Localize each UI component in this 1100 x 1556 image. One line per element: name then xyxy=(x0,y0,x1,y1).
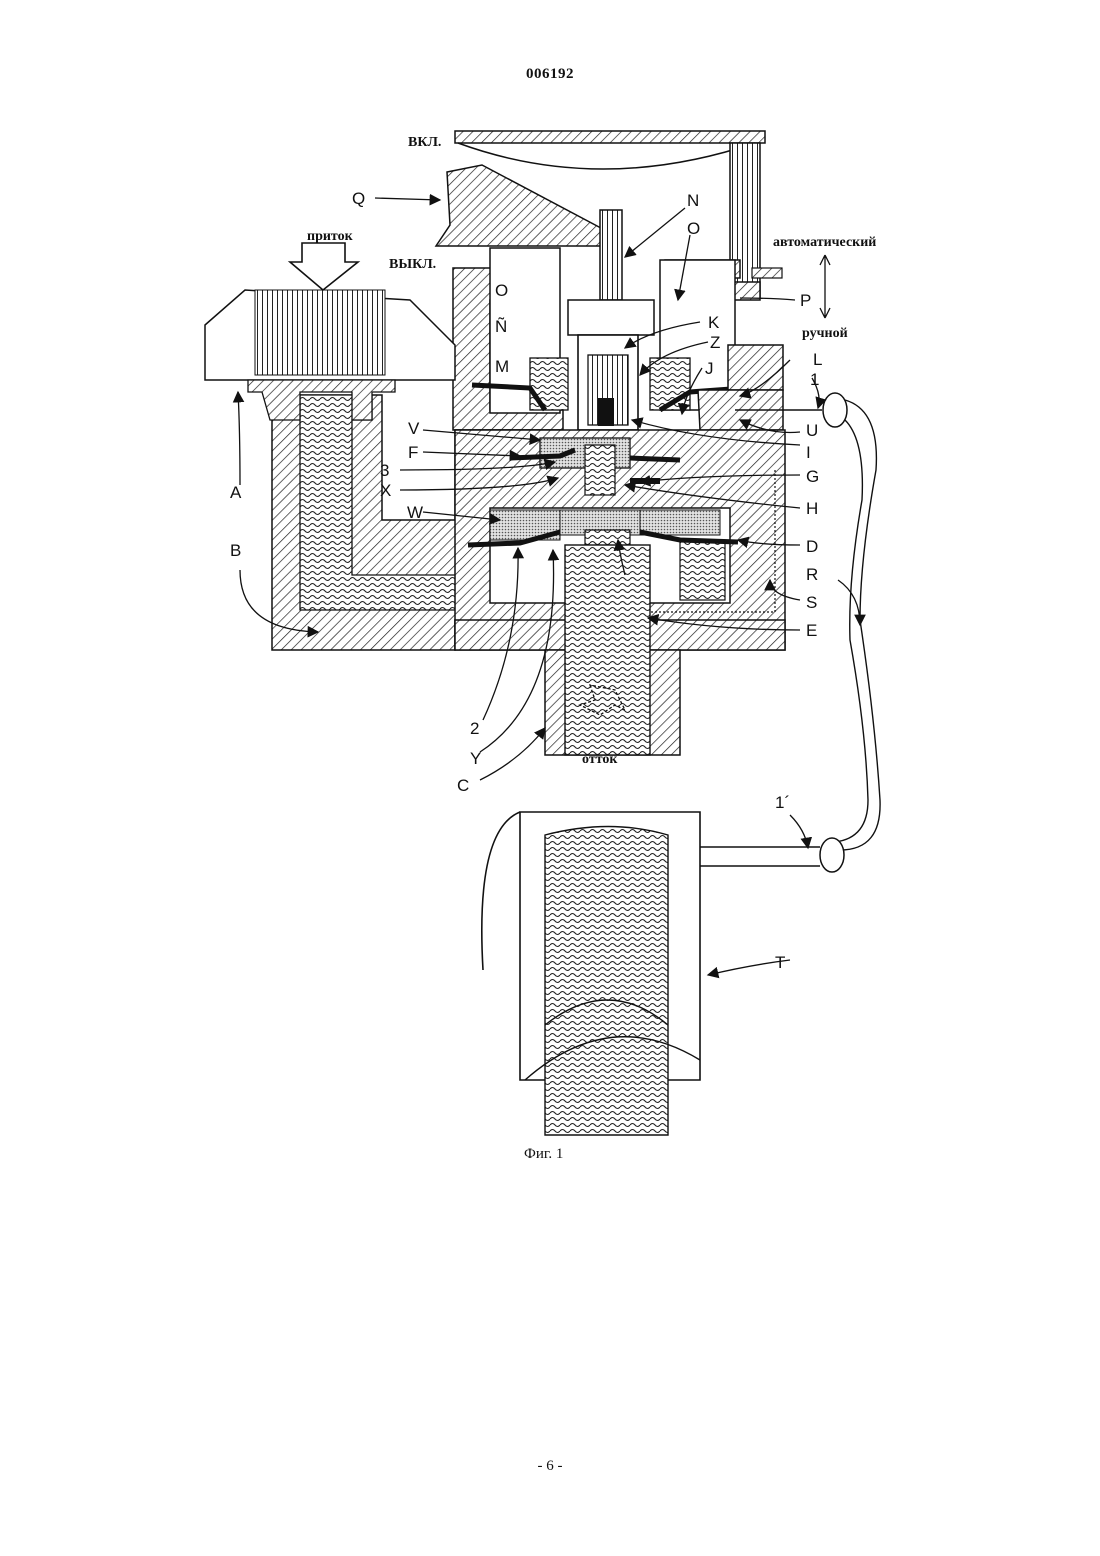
label-m: M xyxy=(495,357,509,376)
label-d: D xyxy=(806,537,818,556)
label-3: 3 xyxy=(380,461,389,480)
lever-q xyxy=(436,165,616,246)
label-h: H xyxy=(806,499,818,518)
page-number: - 6 - xyxy=(0,1458,1100,1475)
label-k: K xyxy=(708,313,720,332)
label-2: 2 xyxy=(470,719,479,738)
label-1: 1 xyxy=(810,370,819,389)
annotation-manual: ручной xyxy=(802,326,848,341)
label-x: X xyxy=(380,481,391,500)
label-f: F xyxy=(408,443,418,462)
label-v: V xyxy=(408,419,420,438)
annotation-off: ВЫКЛ. xyxy=(389,257,436,272)
label-g: G xyxy=(806,467,819,486)
label-p: P xyxy=(800,291,811,310)
label-i: I xyxy=(806,443,811,462)
label-l: L xyxy=(813,350,822,369)
label-q: Q xyxy=(352,189,365,208)
label-z: Z xyxy=(710,333,720,352)
label-a: A xyxy=(230,483,242,502)
label-o: O xyxy=(687,219,700,238)
label-r: R xyxy=(806,565,818,584)
label-s: S xyxy=(806,593,817,612)
annotation-outflow: отток xyxy=(582,752,618,767)
tube-t xyxy=(482,812,700,1135)
label-c: C xyxy=(457,776,469,795)
label-n: N xyxy=(687,191,699,210)
label-1-prime: 1´ xyxy=(775,793,790,812)
annotation-on: ВКЛ. xyxy=(408,135,441,150)
label-u: U xyxy=(806,421,818,440)
label-t: T xyxy=(775,953,785,972)
label-b: B xyxy=(230,541,241,560)
figure-caption: Фиг. 1 xyxy=(524,1146,563,1162)
label-e: E xyxy=(806,621,817,640)
annotation-inflow: приток xyxy=(307,229,354,244)
label-j: J xyxy=(705,359,714,378)
annotation-automatic: автоматический xyxy=(773,235,876,250)
label-o-inner: O xyxy=(495,281,508,300)
label-y: Y xyxy=(470,749,481,768)
label-w: W xyxy=(407,503,423,522)
label-n-tilde: Ñ xyxy=(495,317,507,336)
